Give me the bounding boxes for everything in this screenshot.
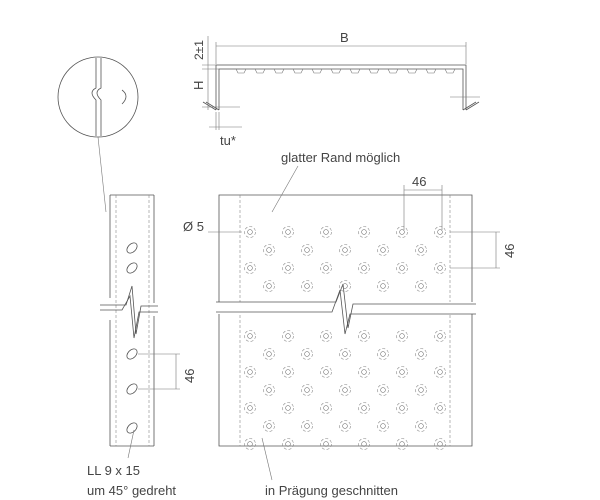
slot-rotation-label: um 45° gedreht <box>87 483 176 498</box>
emboss-hole <box>320 402 332 414</box>
emboss-hole <box>396 330 408 342</box>
pitch-right-label: 46 <box>502 244 517 258</box>
emboss-hole <box>415 384 427 396</box>
emboss-hole <box>358 262 370 274</box>
emboss-hole <box>339 244 351 256</box>
smooth-edge-label: glatter Rand möglich <box>281 150 400 165</box>
slot-hole <box>126 422 138 434</box>
emboss-bump <box>330 68 342 74</box>
pitch-left-label: 46 <box>182 369 197 383</box>
emboss-hole <box>301 348 313 360</box>
emboss-bump <box>406 68 418 74</box>
emboss-hole <box>339 420 351 432</box>
thickness-label: tu* <box>220 133 236 148</box>
emboss-hole <box>396 402 408 414</box>
emboss-hole <box>244 330 256 342</box>
emboss-hole <box>282 366 294 378</box>
emboss-hole <box>396 366 408 378</box>
side-view <box>100 194 180 459</box>
tolerance-label: 2±1 <box>192 40 206 60</box>
emboss-hole <box>301 420 313 432</box>
emboss-hole <box>434 402 446 414</box>
emboss-bump <box>235 68 247 74</box>
emboss-hole <box>377 348 389 360</box>
emboss-hole <box>358 366 370 378</box>
emboss-hole <box>434 366 446 378</box>
slot-hole <box>126 348 138 360</box>
pitch-top-label: 46 <box>412 174 426 189</box>
emboss-hole <box>320 366 332 378</box>
emboss-hole <box>282 262 294 274</box>
emboss-bump <box>444 68 456 74</box>
emboss-hole <box>377 280 389 292</box>
emboss-bump <box>292 68 304 74</box>
slot-size-label: LL 9 x 15 <box>87 463 140 478</box>
emboss-bump <box>387 68 399 74</box>
emboss-hole <box>320 226 332 238</box>
emboss-hole <box>320 330 332 342</box>
emboss-hole <box>434 330 446 342</box>
emboss-hole <box>244 438 256 450</box>
emboss-hole <box>377 244 389 256</box>
emboss-hole <box>358 438 370 450</box>
emboss-hole <box>377 420 389 432</box>
emboss-hole <box>396 226 408 238</box>
emboss-bump <box>425 68 437 74</box>
emboss-hole <box>282 402 294 414</box>
emboss-hole <box>301 384 313 396</box>
emboss-hole <box>282 438 294 450</box>
emboss-hole <box>434 438 446 450</box>
emboss-hole <box>358 402 370 414</box>
height-label: H <box>191 81 206 90</box>
emboss-hole <box>339 280 351 292</box>
emboss-hole <box>263 420 275 432</box>
emboss-hole <box>377 384 389 396</box>
emboss-hole <box>339 384 351 396</box>
emboss-bump <box>349 68 361 74</box>
emboss-hole <box>358 226 370 238</box>
emboss-hole <box>434 226 446 238</box>
emboss-hole <box>415 244 427 256</box>
cut-note-label: in Prägung geschnitten <box>265 483 398 498</box>
emboss-hole <box>415 280 427 292</box>
front-view <box>208 165 500 481</box>
emboss-hole <box>396 262 408 274</box>
slot-hole <box>126 383 138 395</box>
emboss-hole <box>339 348 351 360</box>
emboss-hole <box>244 366 256 378</box>
emboss-hole <box>263 280 275 292</box>
emboss-hole <box>320 262 332 274</box>
emboss-hole <box>415 420 427 432</box>
slot-hole <box>126 262 138 274</box>
emboss-bump <box>254 68 266 74</box>
emboss-hole <box>358 330 370 342</box>
emboss-hole <box>282 226 294 238</box>
section-profile <box>202 36 480 130</box>
slot-hole <box>126 242 138 254</box>
hole-diameter-label: Ø 5 <box>183 219 204 234</box>
emboss-hole <box>244 262 256 274</box>
emboss-hole <box>415 348 427 360</box>
emboss-hole <box>263 348 275 360</box>
detail-circle <box>57 56 139 213</box>
emboss-bump <box>273 68 285 74</box>
emboss-hole <box>301 244 313 256</box>
emboss-hole <box>434 262 446 274</box>
emboss-bump <box>311 68 323 74</box>
emboss-hole <box>263 384 275 396</box>
emboss-bump <box>368 68 380 74</box>
emboss-hole <box>301 280 313 292</box>
emboss-hole <box>282 330 294 342</box>
emboss-hole <box>244 402 256 414</box>
emboss-hole <box>263 244 275 256</box>
emboss-hole <box>396 438 408 450</box>
emboss-hole <box>244 226 256 238</box>
width-label: B <box>340 30 349 45</box>
emboss-hole <box>320 438 332 450</box>
